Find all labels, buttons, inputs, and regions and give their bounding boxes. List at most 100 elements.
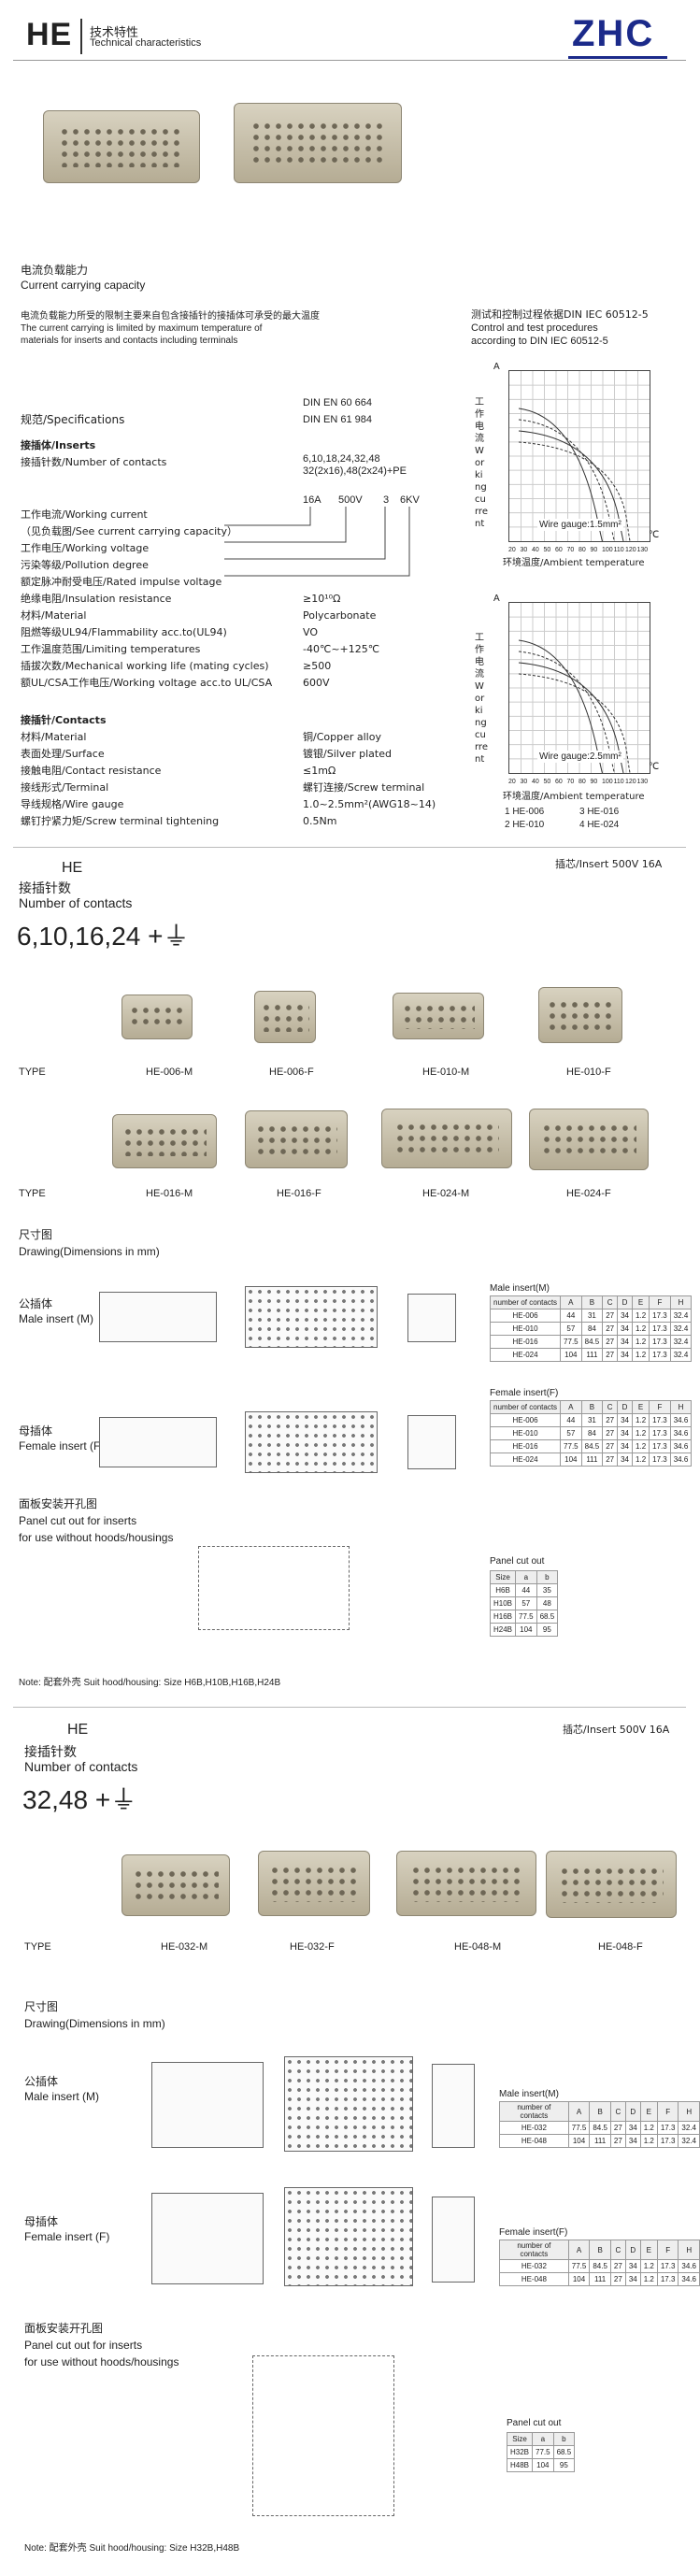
legend-entry: 3 HE-016 — [579, 807, 620, 817]
table-cell: HE-032 — [499, 2121, 569, 2135]
table-cell: 77.5 — [560, 1439, 582, 1453]
table-header-cell: C — [609, 2240, 626, 2260]
header-title-en: Technical characteristics — [90, 37, 202, 49]
sec2-female-en: Female insert (F) — [24, 2230, 110, 2243]
x-tick-label: 90 — [590, 779, 598, 785]
table-cell: H16B — [489, 1610, 517, 1624]
x-tick-label: 60 — [555, 779, 563, 785]
spec-row-value: 600V — [303, 677, 330, 689]
x-tick-label: 40 — [532, 547, 539, 553]
sec1-note: Note: 配套外壳 Suit hood/housing: Size H6B,H… — [19, 1678, 281, 1688]
sec1-insert-rating: 插芯/Insert 500V 16A — [555, 858, 663, 870]
sec2-contacts-en: Number of contacts — [24, 1759, 138, 1774]
contacts-value-2: 32(2x16),48(2x24)+PE — [303, 465, 407, 477]
table-cell: 84.5 — [589, 2121, 611, 2135]
table-cell: 1.2 — [632, 1453, 650, 1467]
sec1-female-front-drawing — [245, 1411, 378, 1473]
test-title-en1: Control and test procedures — [471, 322, 598, 334]
photo-he-024-m — [381, 1109, 512, 1168]
table-cell: 27 — [602, 1413, 619, 1427]
table-cell: 1.2 — [632, 1426, 650, 1440]
brand-logo-underline — [568, 56, 667, 59]
x-tick-label: 120 — [625, 779, 636, 785]
std-2: DIN EN 61 984 — [303, 414, 372, 425]
graph2-ylabel: 工作电流 Working current — [475, 633, 488, 765]
product-photo-male — [43, 110, 200, 183]
table-cell: 57 — [515, 1596, 537, 1610]
sec2-panel-cn: 面板安装开孔图 — [24, 2322, 104, 2335]
table-header-cell: b — [536, 1570, 559, 1584]
sec1-panel-cn: 面板安装开孔图 — [19, 1497, 98, 1510]
x-tick-label: 90 — [590, 547, 598, 553]
photo-he-016-m — [112, 1114, 217, 1168]
x-tick-label: 100 — [602, 779, 613, 785]
photo-he-048-m — [396, 1851, 536, 1916]
contact-row-value: ≤1mΩ — [303, 765, 336, 777]
x-tick-label: 30 — [520, 779, 528, 785]
sec2-drawing-en: Drawing(Dimensions in mm) — [24, 2017, 165, 2030]
table-header-cell: Size — [506, 2432, 534, 2446]
table-cell: HE-032 — [499, 2259, 569, 2273]
current-title-en: Current carrying capacity — [21, 279, 146, 292]
sec1-male-en: Male insert (M) — [19, 1312, 94, 1325]
sec1-male-side-drawing — [99, 1292, 217, 1342]
sec2-male-side-drawing — [151, 2062, 264, 2148]
spec-row-label: 工作温度范围/Limiting temperatures — [21, 643, 201, 655]
sec2-panel-cutout-drawing — [252, 2355, 394, 2516]
spec-row-label: 插拔次数/Mechanical working life (mating cyc… — [21, 660, 269, 672]
table-cell: 77.5 — [532, 2445, 554, 2459]
contact-row-label: 接线形式/Terminal — [21, 781, 109, 794]
type-he-024-f: HE-024-F — [566, 1188, 611, 1199]
x-tick-label: 30 — [520, 547, 528, 553]
table-cell: 95 — [536, 1623, 559, 1637]
table-cell: 1.2 — [639, 2134, 658, 2148]
table-cell: 17.3 — [649, 1335, 671, 1349]
table-cell: 34 — [617, 1335, 634, 1349]
sec2-male-cn: 公插体 — [24, 2075, 59, 2088]
x-tick-label: 20 — [508, 547, 516, 553]
current-desc-en2: materials for inserts and contacts inclu… — [21, 336, 238, 346]
sec2-cut-title: Panel cut out — [507, 2418, 562, 2428]
graph2-unit-c: ℃ — [649, 762, 660, 772]
contact-row-label: 接触电阻/Contact resistance — [21, 765, 162, 777]
page-code: HE — [26, 17, 73, 52]
table-cell: 17.3 — [649, 1322, 671, 1336]
graph2-unit-a: A — [493, 594, 500, 604]
table-cell: 34 — [617, 1426, 634, 1440]
brand-logo: ZHC — [572, 13, 655, 54]
current-title-cn: 电流负载能力 — [21, 264, 89, 277]
current-desc-en1: The current carrying is limited by maxim… — [21, 323, 263, 334]
sec1-male-front-drawing — [245, 1286, 378, 1348]
table-cell: 1.2 — [632, 1413, 650, 1427]
derating-curve — [518, 673, 650, 797]
table-cell: 27 — [609, 2121, 626, 2135]
table-cell: 77.5 — [567, 2121, 591, 2135]
table-header-cell: F — [649, 1400, 671, 1414]
table-header-cell: D — [624, 2101, 641, 2122]
table-cell: 111 — [580, 1453, 604, 1467]
table-cell: 34.6 — [669, 1413, 693, 1427]
type-he-048-f: HE-048-F — [598, 1941, 643, 1953]
table-header-cell: D — [617, 1295, 634, 1309]
sec2-panel-en2: for use without hoods/housings — [24, 2355, 179, 2368]
type-he-006-f: HE-006-F — [269, 1066, 314, 1078]
contact-row-label: 导线规格/Wire gauge — [21, 798, 124, 810]
table-cell: 84.5 — [589, 2259, 611, 2273]
table-header-cell: D — [617, 1400, 634, 1414]
table-header-cell: a — [515, 1570, 537, 1584]
spec-row-value: ≥500 — [303, 660, 332, 672]
std-1: DIN EN 60 664 — [303, 397, 372, 408]
table-cell: 104 — [560, 1348, 582, 1362]
table-header-cell: F — [649, 1295, 671, 1309]
photo-he-032-f — [258, 1851, 370, 1916]
table-cell: HE-010 — [489, 1322, 562, 1336]
table-cell: 48 — [536, 1596, 559, 1610]
photo-he-010-f — [538, 987, 622, 1043]
